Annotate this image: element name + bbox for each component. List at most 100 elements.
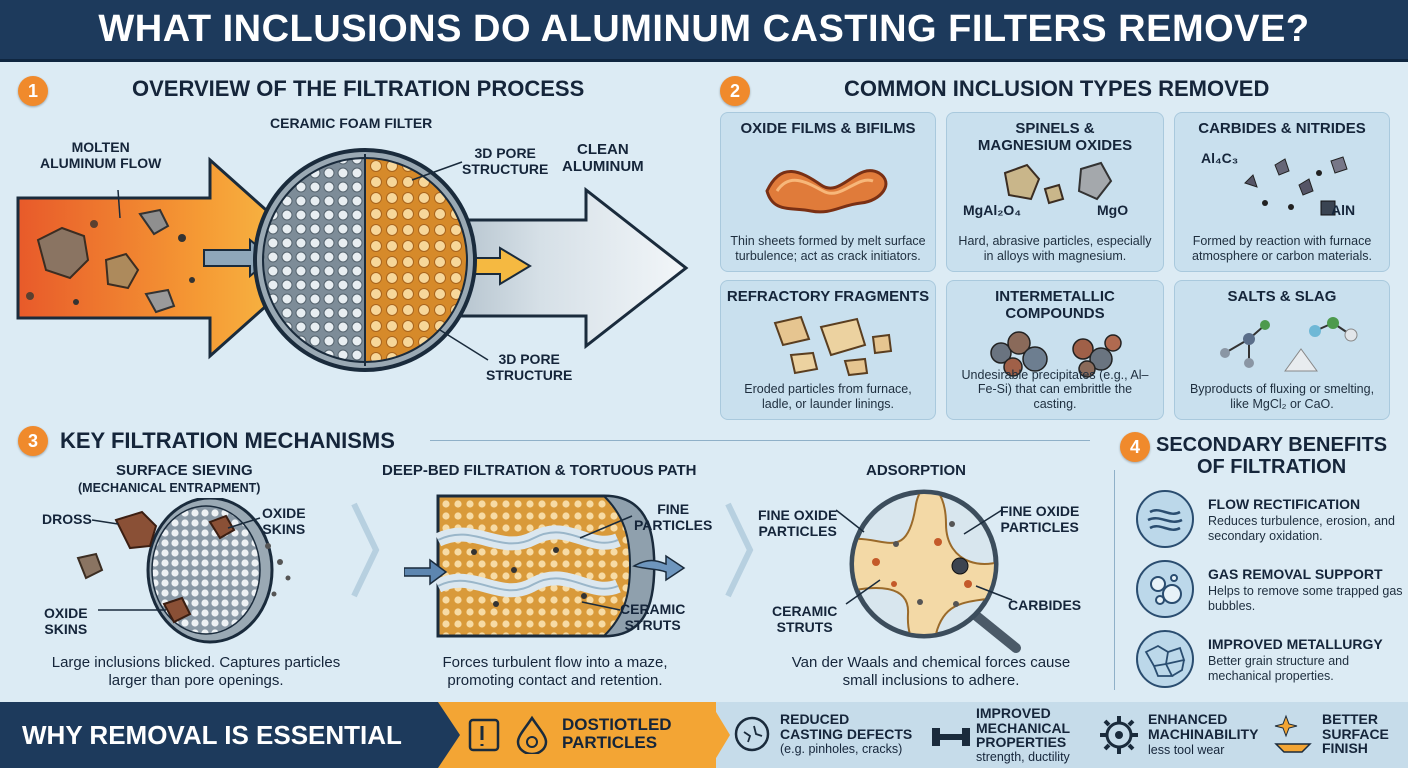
inclusion-rock <box>104 252 140 290</box>
surface-sieving-desc: Large inclusions blicked. Captures parti… <box>51 654 341 689</box>
mgo-label: MgO <box>1097 202 1129 218</box>
card-desc: Byproducts of fluxing or smelting, like … <box>1189 382 1375 411</box>
benefit-reduced-defects-sub: (e.g. pinholes, cracks) <box>780 742 903 756</box>
bottom-chevron <box>420 702 460 768</box>
pore-structure-label-bottom: 3D PORE STRUCTURE <box>486 351 573 383</box>
benefit-mechanical-sub: strength, ductility <box>976 750 1070 764</box>
aln-label: AlN <box>1331 202 1356 218</box>
benefit-improved-metallurgy: IMPROVED METALLURGY Better grain structu… <box>1136 630 1404 692</box>
fine-oxide-label-left: FINE OXIDE PARTICLES <box>758 507 838 539</box>
fine-oxide-label-right: FINE OXIDE PARTICLES <box>1000 503 1080 535</box>
al4c3-label: Al₄C₃ <box>1201 150 1239 166</box>
salt-molecules-icon <box>1220 317 1358 372</box>
card-desc: Thin sheets formed by melt surface turbu… <box>730 234 926 263</box>
callout-line <box>439 329 489 361</box>
inclusion-dot <box>26 292 34 300</box>
benefit-flow-rectification: FLOW RECTIFICATION Reduces turbulence, e… <box>1136 490 1404 552</box>
surface-sieving-title: SURFACE SIEVING <box>116 462 253 479</box>
callout-line <box>117 189 121 219</box>
inclusion-dot <box>178 234 186 242</box>
bottom-highlight <box>438 702 716 768</box>
surface-sieving-subtitle: (MECHANICAL ENTRAPMENT) <box>78 481 261 495</box>
section-3-title: KEY FILTRATION MECHANISMS <box>60 428 395 453</box>
inclusion-card-oxide-films: OXIDE FILMS & BIFILMS Thin sheets formed… <box>720 112 936 272</box>
ceramic-struts-label: CERAMIC STRUTS <box>620 601 686 633</box>
intermetallic-clusters-icon <box>990 331 1122 378</box>
benefit-gas-removal: GAS REMOVAL SUPPORT Helps to remove some… <box>1136 560 1404 622</box>
filter-pores-grey <box>262 156 366 364</box>
callout-line <box>411 161 463 181</box>
bottom-chevron <box>700 702 730 768</box>
card-title: INTERMETALLIC COMPOUNDS <box>995 288 1115 322</box>
inclusion-card-refractory: REFRACTORY FRAGMENTS Eroded particles fr… <box>720 280 936 420</box>
benefit-desc: Better grain structure and mechanical pr… <box>1208 654 1350 683</box>
card-desc: Undesirable precipitates (e.g., Al–Fe-Si… <box>961 367 1149 411</box>
refractory-fragments-icon <box>773 315 893 377</box>
clean-aluminum-label: CLEAN ALUMINUM <box>562 141 644 175</box>
card-title: OXIDE FILMS & BIFILMS <box>740 120 916 137</box>
filtration-process-illustration <box>16 148 689 372</box>
card-title: SPINELS & MAGNESIUM OXIDES <box>977 120 1133 154</box>
inclusion-dot <box>90 220 98 228</box>
benefit-reduced-defects: REDUCED CASTING DEFECTS <box>780 711 913 742</box>
gear-icon <box>1100 716 1138 754</box>
adsorption-desc: Van der Waals and chemical forces cause … <box>791 654 1071 689</box>
bubbles-icon <box>1136 560 1194 618</box>
droplet-icon <box>516 715 548 754</box>
why-removal-title: WHY REMOVAL IS ESSENTIAL <box>0 702 420 768</box>
mgal2o4-label: MgAl₂O₄ <box>963 202 1021 218</box>
molten-flow-label: MOLTEN ALUMINUM FLOW <box>40 139 162 171</box>
adsorption-title: ADSORPTION <box>866 462 967 479</box>
oxide-skins-label-left: OXIDE SKINS <box>44 605 88 637</box>
sparkle-surface-icon <box>1274 714 1312 753</box>
card-title: CARBIDES & NITRIDES <box>1198 120 1366 137</box>
card-title: REFRACTORY FRAGMENTS <box>726 288 930 305</box>
section-1-badge: 1 <box>18 76 48 106</box>
inclusion-rock <box>144 288 176 314</box>
warning-clipboard-icon <box>468 718 500 752</box>
deep-bed-desc: Forces turbulent flow into a maze, promo… <box>442 654 668 689</box>
card-title: SALTS & SLAG <box>1227 288 1337 305</box>
dumbbell-icon <box>932 728 970 746</box>
section-3-divider <box>430 440 1090 441</box>
benefit-desc: Helps to remove some trapped gas bubbles… <box>1208 584 1403 613</box>
card-desc: Hard, abrasive particles, especially in … <box>958 234 1152 263</box>
ceramic-filter-label: CERAMIC FOAM FILTER <box>270 115 433 131</box>
benefit-title: FLOW RECTIFICATION <box>1208 496 1361 512</box>
inclusion-card-carbides: CARBIDES & NITRIDES Al₄C₃ AlN Formed by … <box>1174 112 1390 272</box>
section-2-badge: 2 <box>720 76 750 106</box>
benefit-surface-finish: BETTER SURFACE FINISH <box>1322 711 1389 757</box>
grain-icon <box>1136 630 1194 688</box>
benefit-machinability: ENHANCED MACHINABILITY <box>1148 711 1259 742</box>
card-desc: Formed by reaction with furnace atmosphe… <box>1192 234 1372 263</box>
oxide-film-icon <box>765 169 888 214</box>
adsorption-magnifier-illustration <box>836 489 1021 653</box>
page-title: WHAT INCLUSIONS DO ALUMINUM CASTING FILT… <box>0 0 1408 62</box>
section-1-title: OVERVIEW OF THE FILTRATION PROCESS <box>132 76 585 101</box>
deep-bed-title: DEEP-BED FILTRATION & TORTUOUS PATH <box>382 462 697 479</box>
chevron-right-icon <box>725 502 754 598</box>
fine-particles-label: FINE PARTICLES <box>634 501 713 533</box>
carbides-label: CARBIDES <box>1008 597 1082 613</box>
inclusion-card-intermetallic: INTERMETALLIC COMPOUNDS Undesirable prec… <box>946 280 1164 420</box>
filter-pores-orange <box>364 156 468 364</box>
inclusion-rock <box>138 208 170 236</box>
surface-sieving-illustration <box>76 498 291 644</box>
flow-icon <box>1136 490 1194 548</box>
card-desc: Eroded particles from furnace, ladle, or… <box>744 382 912 411</box>
benefit-title: GAS REMOVAL SUPPORT <box>1208 566 1383 582</box>
deep-bed-illustration <box>404 494 686 638</box>
section-3-badge: 3 <box>18 426 48 456</box>
oxide-skins-label-right: OXIDE SKINS <box>262 505 306 537</box>
benefit-machinability-sub: less tool wear <box>1148 743 1225 757</box>
inclusion-rock <box>36 226 90 280</box>
spinel-particles-icon <box>1003 161 1113 205</box>
chevron-right-icon <box>351 502 380 598</box>
benefit-title: IMPROVED METALLURGY <box>1208 636 1383 652</box>
defect-magnifier-icon <box>734 716 770 752</box>
inclusion-dot <box>189 277 195 283</box>
inclusion-card-salts: SALTS & SLAG Byproducts of fluxing or sm… <box>1174 280 1390 420</box>
dross-label: DROSS <box>42 511 92 527</box>
bottom-highlight-text: DOSTIOTLED PARTICLES <box>562 715 672 752</box>
benefit-mechanical: IMPROVED MECHANICAL PROPERTIES <box>976 705 1071 751</box>
